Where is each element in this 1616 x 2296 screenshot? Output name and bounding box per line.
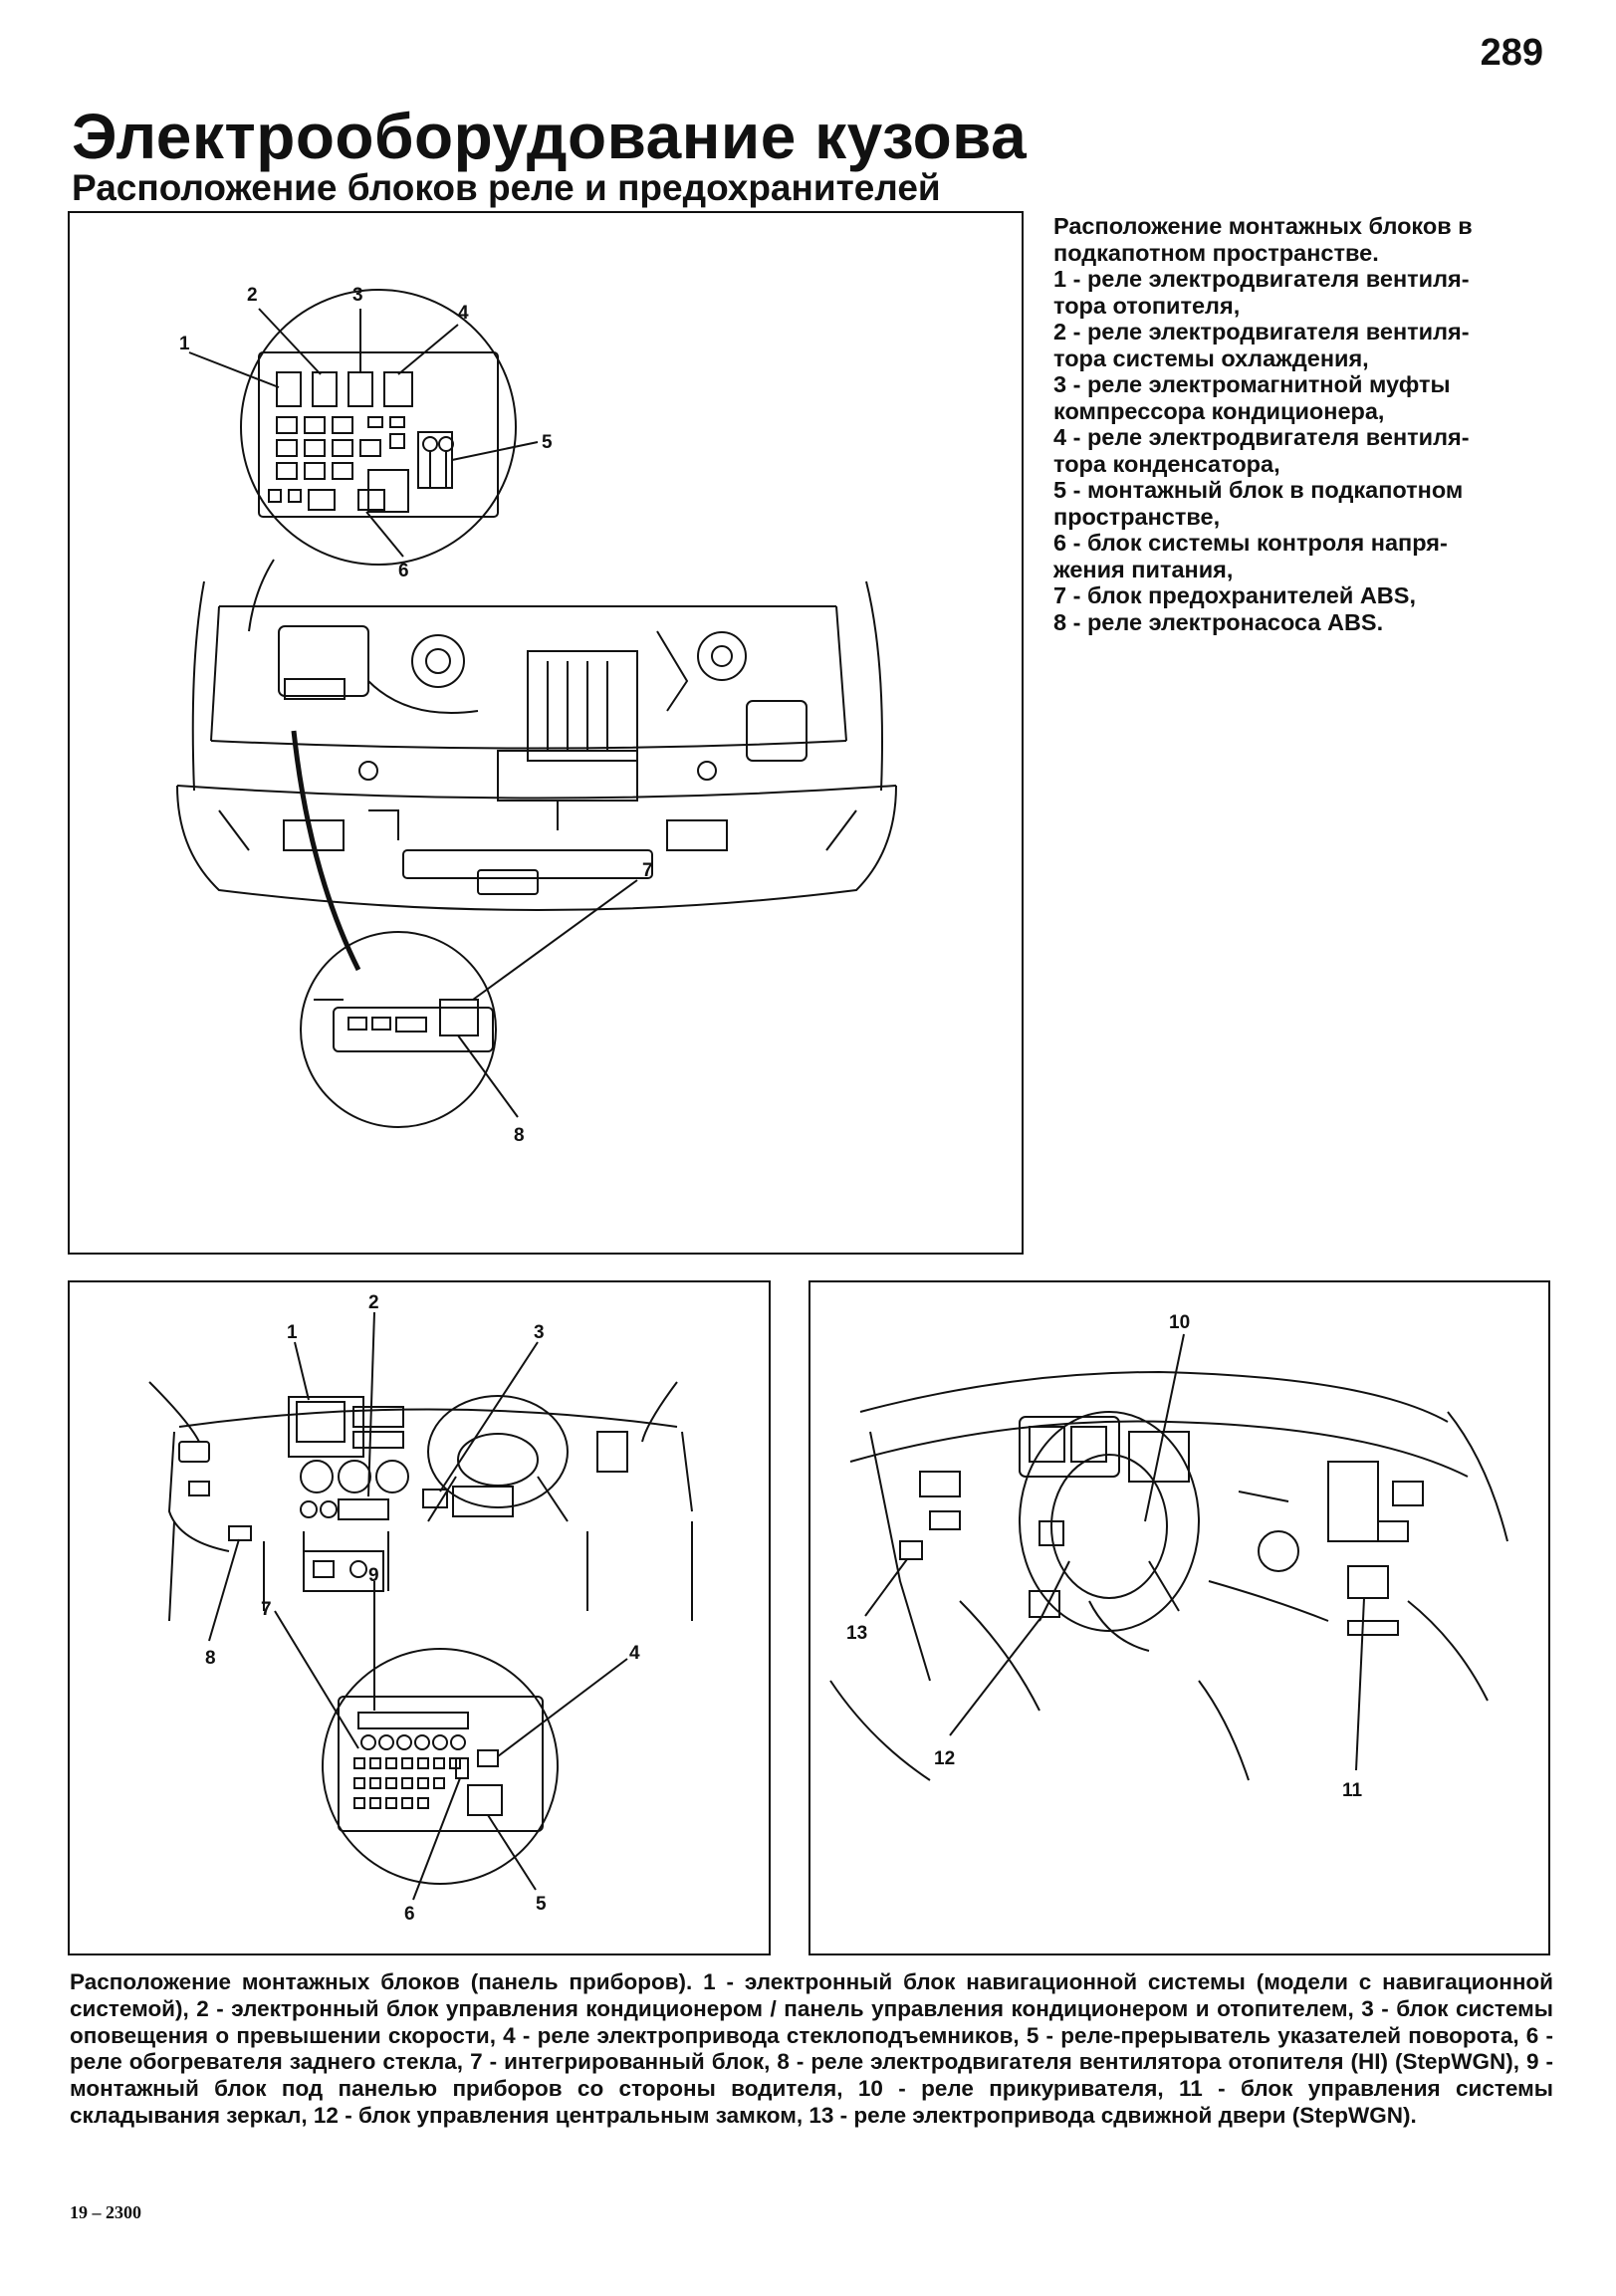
leader-line-4 [498, 1659, 627, 1756]
callout-4: 4 [458, 303, 469, 324]
relay-2 [313, 372, 337, 406]
leader-line-6 [413, 1778, 460, 1900]
legend-line: тора системы охлаждения, [1053, 344, 1369, 371]
dashboard-outline [149, 1312, 692, 1900]
leader-line-7 [275, 1611, 358, 1748]
callout-4: 4 [629, 1643, 640, 1664]
callout-6: 6 [398, 561, 409, 581]
legend-line: компрессора кондиционера, [1053, 397, 1385, 424]
rear-defogger-relay [456, 1758, 468, 1778]
sliding-door-relay [900, 1541, 922, 1559]
engine-parts [279, 626, 807, 801]
leader-line-10 [1145, 1334, 1184, 1521]
callout-3: 3 [534, 1322, 545, 1343]
abs-pump-relay [440, 1000, 478, 1035]
dashboard-right-drawing: 10 11 12 13 [810, 1312, 1548, 1801]
callout-9: 9 [368, 1565, 379, 1586]
engine-bay-figure: 1 2 3 4 5 6 7 8 [68, 211, 1024, 1255]
mirror-fold-unit [1348, 1566, 1388, 1598]
legend-line: 8 - реле электронасоса ABS. [1053, 608, 1384, 635]
legend-line: Расположение монтажных блоков в [1053, 213, 1473, 239]
overspeed-warning-unit [423, 1490, 447, 1507]
leader-line-5 [488, 1815, 536, 1890]
navigation-unit [297, 1402, 345, 1442]
legend-line: подкапотном пространстве. [1053, 239, 1379, 266]
callout-1: 1 [287, 1322, 298, 1343]
voltage-monitor-block [368, 470, 408, 512]
leader-line-13 [865, 1559, 907, 1616]
callout-2: 2 [247, 285, 258, 306]
leader-line-1 [189, 352, 279, 387]
page-subtitle: Расположение блоков реле и предохранител… [72, 167, 941, 208]
underdash-fuse-box [339, 1697, 543, 1831]
callout-10: 10 [1169, 1312, 1190, 1333]
relay-4 [384, 372, 412, 406]
legend-line: пространстве, [1053, 503, 1221, 530]
heater-fan-relay [229, 1526, 251, 1540]
legend-line: 2 - реле электродвигателя вентиля- [1053, 319, 1470, 344]
leader-line-3 [440, 1342, 538, 1492]
callout-12: 12 [934, 1748, 955, 1769]
page-number: 289 [1480, 32, 1543, 74]
legend-line: тора конденсатора, [1053, 450, 1280, 477]
leader-line-5 [452, 442, 538, 460]
leader-line-6 [366, 512, 403, 557]
connector-fusebox [249, 560, 274, 631]
leader-line-1 [295, 1342, 309, 1400]
dashboard-right-figure: 10 11 12 13 [808, 1280, 1550, 1955]
callout-8: 8 [514, 1125, 525, 1146]
cigarette-lighter-relay [1039, 1521, 1063, 1545]
magnifier-circle-underdash [323, 1649, 558, 1884]
central-locking-unit [1030, 1591, 1059, 1617]
leader-line-8 [209, 1539, 239, 1641]
callout-6: 6 [404, 1904, 415, 1925]
legend-line: тора отопителя, [1053, 292, 1241, 319]
callout-3: 3 [352, 285, 363, 306]
legend-line: жения питания, [1053, 556, 1234, 582]
leader-line-11 [1356, 1598, 1364, 1770]
legend-line: 4 - реле электродвигателя вентиля- [1053, 424, 1470, 450]
ac-control-panel [339, 1499, 388, 1519]
leader-line-8 [458, 1035, 518, 1117]
page-title: Электрооборудование кузова [72, 101, 1028, 172]
dashboard-left-figure: 1 2 3 4 5 6 7 8 9 [68, 1280, 771, 1955]
magnifier-circle-abs [301, 932, 496, 1127]
callout-13: 13 [846, 1623, 867, 1644]
power-window-relay [478, 1750, 498, 1766]
legend-line: 7 - блок предохранителей ABS, [1053, 582, 1416, 608]
callout-8: 8 [205, 1648, 216, 1669]
dashboard-perspective-outline [830, 1372, 1507, 1780]
legend-line: 6 - блок системы контроля напря- [1053, 530, 1448, 556]
engine-bay-legend: Расположение монтажных блоков в подкапот… [1053, 213, 1551, 635]
callout-2: 2 [368, 1292, 379, 1313]
legend-line: 1 - реле электродвигателя вентиля- [1053, 266, 1470, 292]
leader-line-12 [950, 1617, 1041, 1735]
relay-1 [277, 372, 301, 406]
dashboard-left-drawing: 1 2 3 4 5 6 7 8 9 [70, 1292, 769, 1925]
abs-fuse-block [334, 1008, 493, 1051]
callout-5: 5 [536, 1894, 547, 1915]
callout-7: 7 [642, 860, 653, 881]
footer-code: 19 – 2300 [70, 2202, 141, 2222]
callout-1: 1 [179, 334, 190, 354]
callout-11: 11 [1342, 1780, 1363, 1801]
fuse-grid [269, 417, 404, 510]
leader-line-7 [473, 880, 637, 1000]
engine-bay-drawing: 1 2 3 4 5 6 7 8 [70, 285, 1022, 1146]
legend-line: 5 - монтажный блок в подкапотном [1053, 477, 1464, 503]
dashboard-caption: Расположение монтажных блоков (панель пр… [70, 1969, 1553, 2128]
callout-5: 5 [542, 432, 553, 453]
leader-line-2 [259, 309, 321, 374]
vehicle-front-outline [177, 581, 896, 910]
underdash-fuse-grid [354, 1735, 465, 1808]
leader-line-2 [368, 1312, 374, 1496]
callout-7: 7 [261, 1599, 272, 1620]
connector-abs [294, 731, 358, 970]
legend-line: 3 - реле электромагнитной муфты [1053, 371, 1451, 397]
relay-3 [348, 372, 372, 406]
fusebox-body [259, 352, 498, 517]
magnifier-circle-fusebox [241, 290, 516, 565]
leader-line-4 [398, 325, 458, 374]
turn-signal-flasher [468, 1785, 502, 1815]
